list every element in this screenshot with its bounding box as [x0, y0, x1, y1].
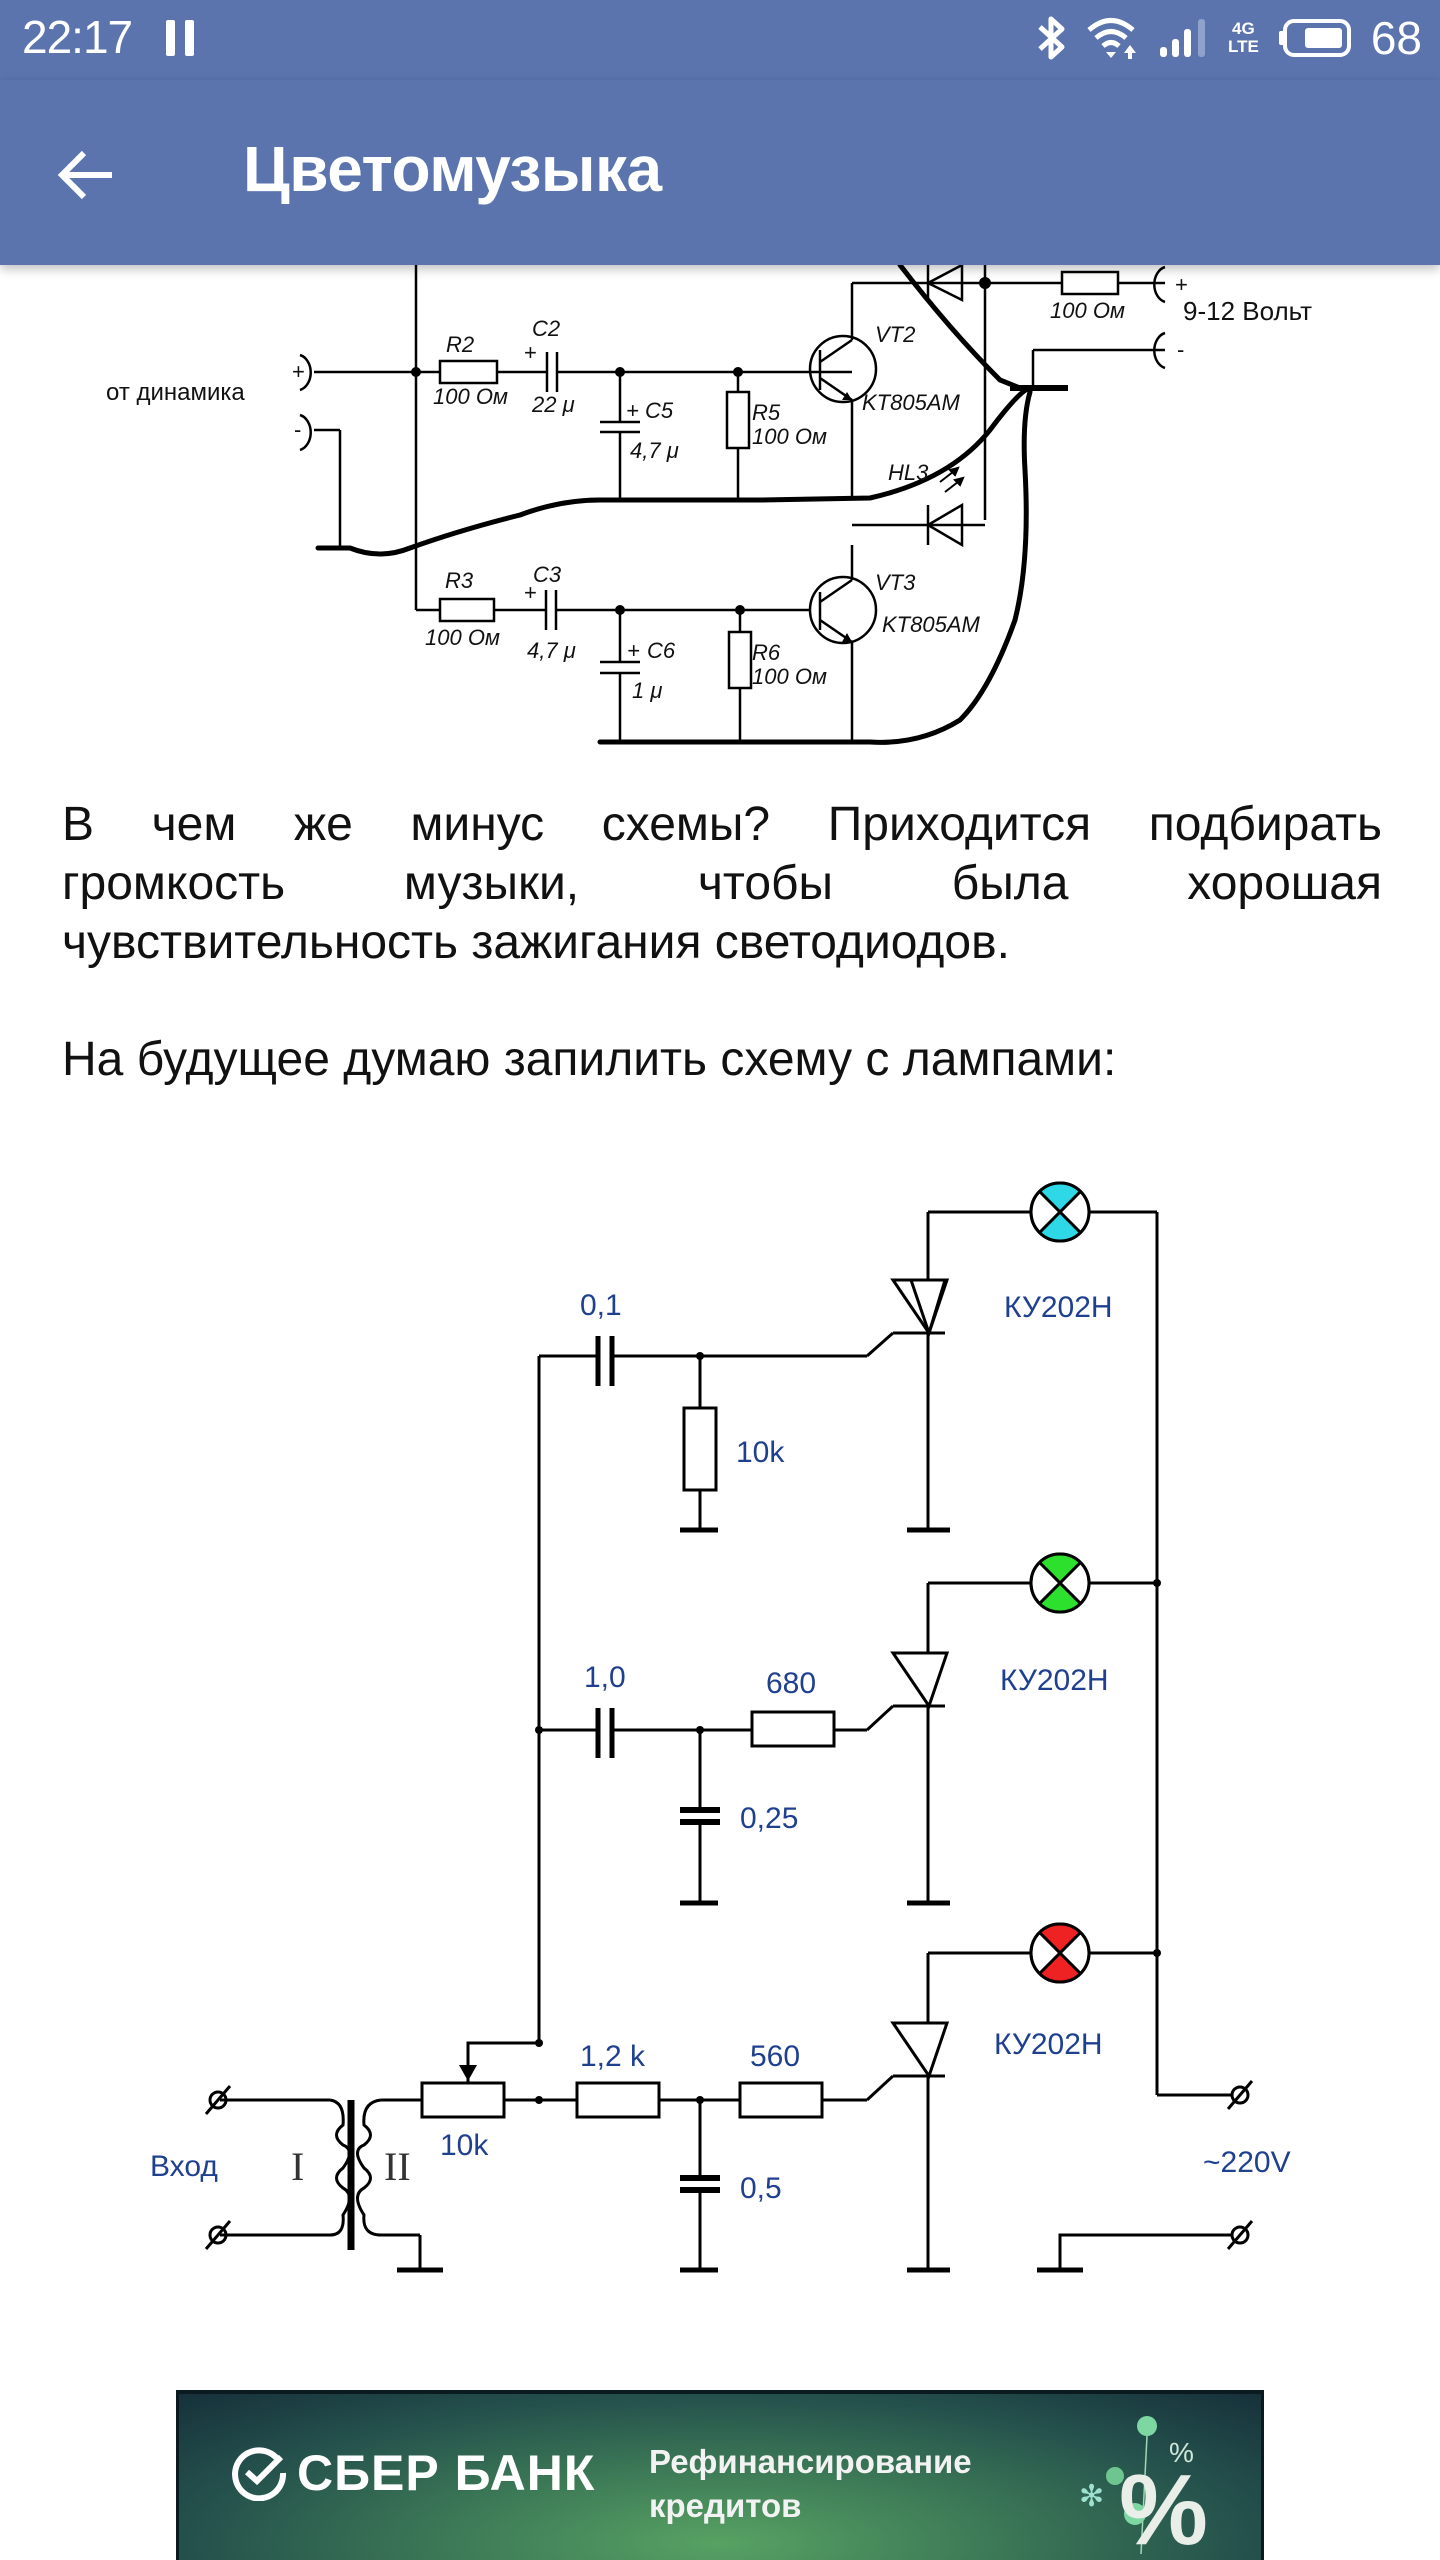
status-icons: 4G LTE 68 — [1034, 8, 1422, 68]
paragraph-line-2: громкость музыки, чтобы была хорошая — [62, 857, 1382, 910]
sberbank-logo: СБЕР БАНК — [231, 2444, 595, 2502]
percent-balloons-icon: ✻ % % — [1079, 2416, 1208, 2554]
vt3-model: KT805AM — [882, 612, 980, 637]
app-bar: Цветомузыка — [0, 80, 1440, 265]
winding-secondary-label: II — [384, 2144, 411, 2189]
r3-value: 100 Ом — [425, 625, 500, 650]
status-time: 22:17 — [22, 11, 133, 63]
ad-text: Рефинансирование кредитов — [649, 2440, 972, 2528]
vt3-name: VT3 — [875, 570, 916, 595]
r-top-value: 100 Ом — [1050, 298, 1125, 323]
c5-name: C5 — [645, 398, 674, 423]
paragraph-line-3: чувствительность зажигания светодиодов. — [62, 916, 1010, 969]
circuit1-input-label: от динамика — [106, 379, 245, 406]
lamp-top-icon — [1029, 1181, 1091, 1243]
back-button[interactable] — [50, 135, 130, 215]
article-paragraph-2: На будущее думаю запилить схему с лампам… — [62, 1033, 1117, 1086]
r2-name: R2 — [446, 332, 474, 357]
arrow-left-icon — [57, 150, 112, 200]
page-title: Цветомузыка — [243, 133, 662, 205]
cap-mid-shunt-value: 0,25 — [740, 1802, 798, 1835]
article-paragraph-1: В чем же минус схемы? Приходится подбира… — [62, 795, 1382, 972]
paragraph-line: громкость музыки, чтобы была хорошая — [62, 854, 1382, 913]
circuit1-power-plus: + — [1175, 272, 1188, 297]
r-gate2-value: 680 — [766, 1667, 816, 1700]
c2-plus: + — [524, 340, 537, 365]
r6-name: R6 — [752, 640, 781, 665]
ad-text-line-1: Рефинансирование — [649, 2443, 972, 2480]
c3-plus: + — [524, 580, 537, 605]
r6-value: 100 Ом — [752, 664, 827, 689]
circuit2-input-label: Вход — [150, 2150, 218, 2183]
r-gate3-value: 560 — [750, 2040, 800, 2073]
paragraph-line: чувствительность зажигания светодиодов. — [62, 913, 1382, 972]
battery-icon — [1278, 19, 1351, 57]
percent-glyph: % — [1119, 2454, 1208, 2554]
r-series-value: 1,2 k — [580, 2040, 646, 2073]
network-4g-label: 4G — [1232, 19, 1255, 38]
winding-primary-label: I — [291, 2144, 304, 2189]
supply-label: ~220V — [1203, 2146, 1291, 2179]
bluetooth-icon — [1038, 16, 1065, 60]
circuit1-power-minus: - — [1177, 337, 1184, 362]
battery-level: 68 — [1370, 12, 1422, 64]
network-4g-lte-icon: 4G LTE — [1228, 20, 1259, 56]
paragraph-line-1: В чем же минус схемы? Приходится подбира… — [62, 798, 1382, 851]
status-bar: 22:17 4G LTE 68 — [0, 0, 1440, 80]
thyristor-1-label: КУ202Н — [1004, 1291, 1113, 1324]
ad-banner[interactable]: СБЕР БАНК Рефинансирование кредитов ✻ % … — [176, 2390, 1264, 2560]
circuit1-input-plus: + — [292, 359, 305, 384]
thyristor-2-label: КУ202Н — [1000, 1664, 1109, 1697]
pot-value: 10k — [440, 2129, 489, 2162]
ad-brand: СБЕР БАНК — [297, 2445, 596, 2501]
network-lte-label: LTE — [1227, 37, 1259, 56]
c6-name: C6 — [647, 638, 676, 663]
circuit-diagram-led: от динамика + - + - 9-12 Вольт 100 Ом R2… — [106, 255, 1312, 745]
thyristor-3-label: КУ202Н — [994, 2028, 1103, 2061]
signal-icon — [1159, 19, 1205, 57]
r3-name: R3 — [445, 568, 474, 593]
c3-value: 4,7 μ — [527, 638, 576, 663]
c2-value: 22 μ — [531, 392, 575, 417]
c6-value: 1 μ — [632, 678, 662, 703]
c5-plus: + — [626, 398, 639, 423]
c2-name: C2 — [532, 316, 560, 341]
r5-name: R5 — [752, 400, 781, 425]
c3-name: C3 — [533, 562, 562, 587]
cap-top-value: 0,1 — [580, 1289, 622, 1322]
c5-value: 4,7 μ — [630, 438, 679, 463]
lamp-middle-icon — [1029, 1552, 1091, 1614]
c6-plus: + — [627, 638, 640, 663]
r-top-value-2: 10k — [736, 1436, 785, 1469]
paragraph-line: В чем же минус схемы? Приходится подбира… — [62, 795, 1382, 854]
r2-value: 100 Ом — [433, 384, 508, 409]
checkmark-circle-icon — [232, 2447, 287, 2501]
vt2-name: VT2 — [875, 322, 915, 347]
circuit1-power-label: 9-12 Вольт — [1183, 296, 1312, 326]
circuit2-labels: 0,1 10k КУ202Н 1,0 680 0,25 КУ202Н 1,2 k… — [150, 1289, 1291, 2205]
circuit1-input-minus: - — [294, 417, 301, 442]
cap-mid-value: 1,0 — [584, 1661, 626, 1694]
ad-text-line-2: кредитов — [649, 2487, 802, 2524]
wifi-icon — [1087, 18, 1136, 59]
vt2-model: KT805AM — [862, 390, 960, 415]
pause-icon — [166, 20, 196, 56]
small-percent-glyph: % — [1169, 2437, 1194, 2468]
hl3-name: HL3 — [888, 460, 929, 485]
circuit-diagram-lamps: 0,1 10k КУ202Н 1,0 680 0,25 КУ202Н 1,2 k… — [150, 1181, 1291, 2273]
lamp-bottom-icon — [1029, 1922, 1091, 1984]
r5-value: 100 Ом — [752, 424, 827, 449]
snowflake-icon: ✻ — [1079, 2480, 1104, 2513]
cap-bottom-value: 0,5 — [740, 2172, 782, 2205]
